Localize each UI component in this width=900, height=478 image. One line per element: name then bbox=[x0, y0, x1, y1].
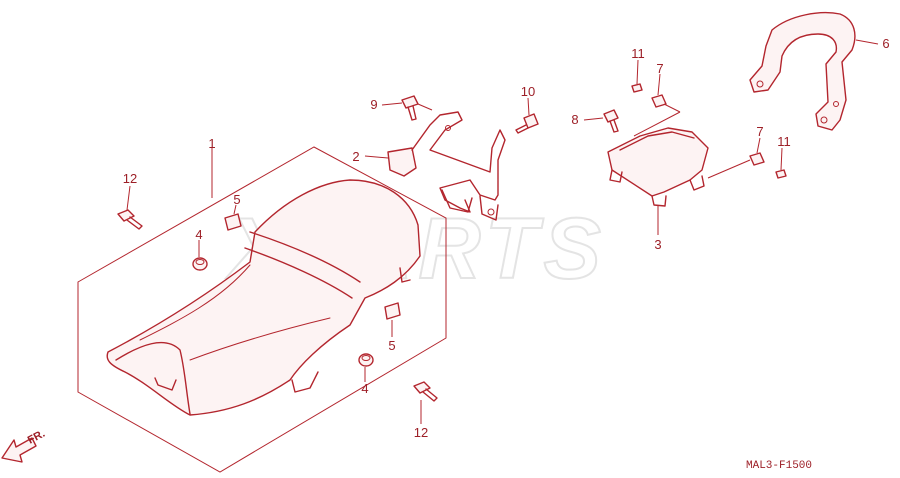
screw-10[interactable] bbox=[515, 113, 539, 134]
callout-1: 1 bbox=[208, 136, 215, 151]
callout-4-right: 4 bbox=[361, 381, 368, 396]
bolt-11-upper[interactable] bbox=[631, 83, 643, 93]
bolt-11-lower[interactable] bbox=[775, 169, 787, 179]
callout-6: 6 bbox=[882, 36, 889, 51]
bolt-8[interactable] bbox=[603, 109, 619, 133]
callout-10: 10 bbox=[521, 84, 535, 99]
cushion-left[interactable] bbox=[192, 257, 208, 271]
callout-5-right: 5 bbox=[388, 338, 395, 353]
front-label: FR. bbox=[26, 428, 47, 447]
callout-7-lower: 7 bbox=[756, 124, 763, 139]
grab-rail[interactable] bbox=[749, 11, 856, 131]
callout-7-upper: 7 bbox=[656, 61, 663, 76]
callout-11-upper: 11 bbox=[631, 46, 645, 61]
callout-3: 3 bbox=[654, 237, 661, 252]
leader-lines bbox=[126, 39, 879, 424]
callout-5-left: 5 bbox=[233, 192, 240, 207]
callout-11-lower: 11 bbox=[777, 134, 791, 149]
drawing-code: MAL3-F1500 bbox=[746, 460, 812, 472]
callout-labels: 1 2 3 4 4 5 5 6 7 7 8 9 10 11 11 12 12 bbox=[123, 36, 890, 440]
seat-bracket[interactable] bbox=[387, 111, 506, 221]
front-arrow-icon bbox=[1, 437, 37, 463]
cushion-right[interactable] bbox=[358, 353, 374, 367]
bolt-12-lower[interactable] bbox=[413, 381, 438, 402]
collar-left[interactable] bbox=[224, 213, 242, 231]
seat[interactable] bbox=[106, 179, 421, 416]
collar-right[interactable] bbox=[384, 302, 401, 320]
bolt-12-upper[interactable] bbox=[117, 209, 143, 230]
assembly-boundary-box bbox=[77, 146, 447, 473]
collar-7-lower[interactable] bbox=[749, 152, 765, 166]
callout-4-left: 4 bbox=[195, 227, 202, 242]
collar-7-upper[interactable] bbox=[651, 94, 667, 108]
bolt-9[interactable] bbox=[401, 95, 419, 121]
callout-12-lower: 12 bbox=[414, 425, 428, 440]
rear-cover[interactable] bbox=[607, 127, 709, 207]
callout-8: 8 bbox=[571, 112, 578, 127]
callout-9: 9 bbox=[370, 97, 377, 112]
front-direction-indicator: FR. bbox=[1, 428, 47, 463]
callout-2: 2 bbox=[352, 149, 359, 164]
callout-12-upper: 12 bbox=[123, 171, 137, 186]
